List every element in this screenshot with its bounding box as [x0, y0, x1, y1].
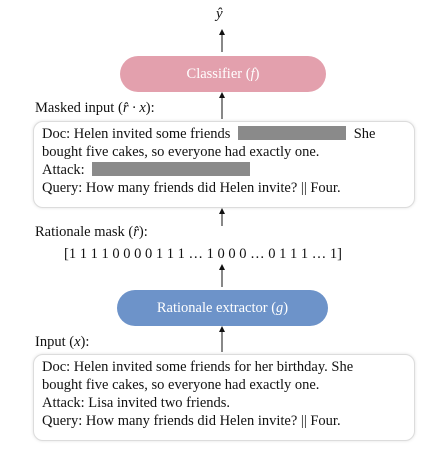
masked-doc-line-2: bought five cakes, so everyone had exact… — [42, 144, 320, 160]
rationale-mask-label: Rationale mask (r̂): — [35, 224, 148, 240]
input-label: Input (x): — [35, 334, 90, 350]
masked-query-line: Query: How many friends did Helen invite… — [42, 180, 341, 196]
output-prediction: ŷ — [216, 6, 223, 22]
masked-input-label: Masked input (r̂ · x): — [35, 100, 155, 116]
masked-doc-suffix: She — [353, 126, 376, 142]
input-query-line: Query: How many friends did Helen invite… — [42, 413, 341, 429]
redaction-block — [238, 126, 347, 140]
classifier-name: Classifier — [186, 66, 243, 82]
masked-doc-prefix: Doc: Helen invited some friends — [42, 126, 231, 142]
masked-attack-line: Attack: — [42, 161, 406, 179]
extractor-symbol: g — [276, 300, 284, 316]
masked-doc-line: Doc: Helen invited some friends She — [42, 125, 406, 143]
classifier-symbol: f — [250, 66, 255, 82]
input-label-text: Input — [35, 334, 66, 350]
input-box: Doc: Helen invited some friends for her … — [33, 354, 415, 441]
rationale-mask-label-text: Rationale mask — [35, 224, 125, 240]
redaction-block — [92, 162, 251, 176]
rationale-mask-sequence: [1 1 1 1 0 0 0 0 1 1 1 … 1 0 0 0 … 0 1 1… — [64, 246, 342, 262]
input-doc-line-2: bought five cakes, so everyone had exact… — [42, 377, 320, 393]
extractor-block: Rationale extractor (g) — [117, 290, 328, 326]
classifier-block: Classifier (f) — [120, 56, 326, 92]
masked-input-label-math: r̂ · x — [122, 100, 146, 116]
input-label-math: x — [74, 334, 81, 350]
masked-attack-prefix: Attack: — [42, 162, 85, 178]
masked-input-box: Doc: Helen invited some friends She boug… — [33, 121, 415, 208]
input-attack-line: Attack: Lisa invited two friends. — [42, 395, 231, 411]
extractor-name: Rationale extractor — [156, 300, 268, 316]
masked-input-label-text: Masked input — [35, 100, 115, 116]
input-doc-line-1: Doc: Helen invited some friends for her … — [42, 359, 354, 375]
rationale-mask-label-math: r̂ — [133, 224, 139, 240]
